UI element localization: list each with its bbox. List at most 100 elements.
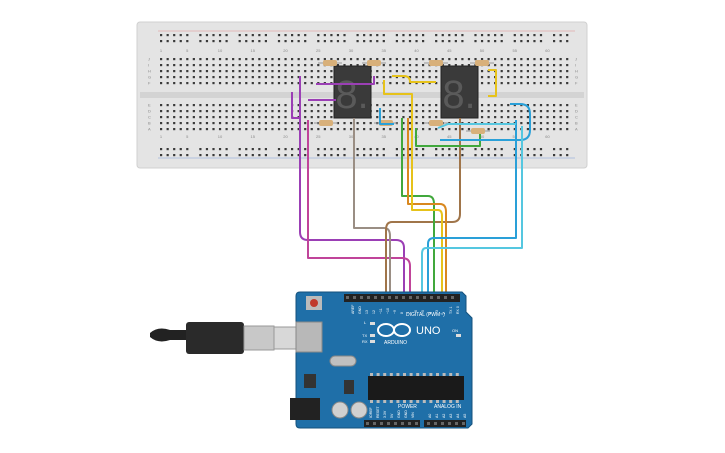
power-pin-label: GND [397,410,401,418]
analog-header[interactable] [424,420,466,427]
column-number: 50 [480,134,485,139]
analog-pin-label: A5 [463,414,467,418]
digital-pin-label: ~3 [435,310,439,314]
digital-pin-label: 7 [407,312,411,314]
analog-label: ANALOG IN [434,404,462,410]
column-number: 55 [512,48,517,53]
row-letter: H [148,69,151,74]
seven-segment-display-right[interactable]: 8. [440,65,479,119]
row-letter: G [148,75,151,80]
column-number: 30 [349,48,354,53]
wire-gray[interactable] [353,118,391,296]
wire-yellow[interactable] [392,75,436,83]
wires[interactable] [291,69,531,296]
row-letter: F [148,81,151,86]
column-number: 1 [160,48,163,53]
wire-pink[interactable] [307,120,411,296]
resistors[interactable] [314,60,494,134]
wire-brown[interactable] [385,118,461,296]
power-jack [290,398,320,420]
capacitor [350,401,368,419]
row-letter: E [575,103,578,108]
wire-yellow[interactable] [383,80,443,296]
resistor[interactable] [424,120,448,126]
arduino-uno-board[interactable]: ARDUINO UNO DIGITAL (PWM~) POWER ANALOG … [290,291,473,429]
analog-pin-label: A3 [449,414,453,418]
column-number: 30 [349,134,354,139]
column-number: 25 [316,134,321,139]
wire-purple[interactable] [299,76,405,296]
column-number: 45 [447,48,452,53]
tx-led [370,334,375,337]
column-number: 5 [186,134,189,139]
column-number: 5 [186,48,189,53]
analog-pin-label: A0 [428,414,432,418]
column-number: 15 [250,134,255,139]
row-letter: B [575,121,578,126]
microcontroller-chip [368,376,464,400]
row-letter: I [575,63,576,68]
resistor[interactable] [424,60,448,66]
l-label: L [364,320,367,325]
row-letter: A [148,127,151,132]
digital-pin-label: 4 [428,312,432,314]
reset-button[interactable] [310,299,318,307]
wire-blue[interactable] [427,120,517,296]
wire-purple[interactable] [291,92,300,119]
wire-orange[interactable] [407,118,447,296]
wire-yellow[interactable] [488,69,497,97]
row-letter: C [148,115,151,120]
digital-pin-label: ~10 [386,308,390,314]
column-number: 10 [218,134,223,139]
column-number: 1 [160,134,163,139]
power-pin-label: GND [404,410,408,418]
digital-pin-label: AREF [351,305,355,314]
digital-label: DIGITAL (PWM~) [406,312,445,318]
digital-pin-label: 8 [400,312,404,314]
resistor[interactable] [318,60,342,66]
row-letter: I [148,63,149,68]
digital-pin-label: TX 1 [449,307,453,314]
column-number: 60 [545,134,550,139]
wire-blue[interactable] [440,103,531,141]
digital-pin-label: ~5 [421,310,425,314]
digital-pin-label: RX 0 [456,306,460,314]
column-number: 25 [316,48,321,53]
resistor[interactable] [314,120,338,126]
power-pin-label: RESET [376,405,380,418]
analog-pin-label: A4 [456,414,460,418]
resistor[interactable] [362,60,386,66]
wire-blue[interactable] [379,108,394,125]
column-number: 10 [218,48,223,53]
digital-pin-label: ~9 [393,310,397,314]
column-number: 15 [250,48,255,53]
chip-pins [370,373,459,403]
resistor[interactable] [470,60,494,66]
power-pin-label: 3.3V [383,410,387,418]
power-pin-label: 5V [390,413,394,418]
l-led [370,322,375,325]
row-letter: J [575,57,577,62]
wire-purple[interactable] [316,76,375,85]
wire-cyan[interactable] [437,123,516,129]
power-header[interactable] [364,420,420,427]
resistor[interactable] [466,128,490,134]
digital-pin-label: 2 [442,312,446,314]
power-pin-label: VIN [411,412,415,418]
column-numbers: 1155101015152020252530303535404045455050… [160,48,551,139]
brand-label: ARDUINO [384,340,407,346]
crystal [329,355,357,367]
row-letter: E [148,103,151,108]
seven-segment-display-left[interactable]: 8. [333,65,372,119]
analog-pin-label: A2 [442,414,446,418]
wire-cyan[interactable] [421,126,523,296]
analog-pin-label: A1 [435,414,439,418]
arduino-logo [377,323,411,337]
usb-cable[interactable] [150,322,301,354]
row-letter: H [575,69,578,74]
column-number: 40 [414,48,419,53]
